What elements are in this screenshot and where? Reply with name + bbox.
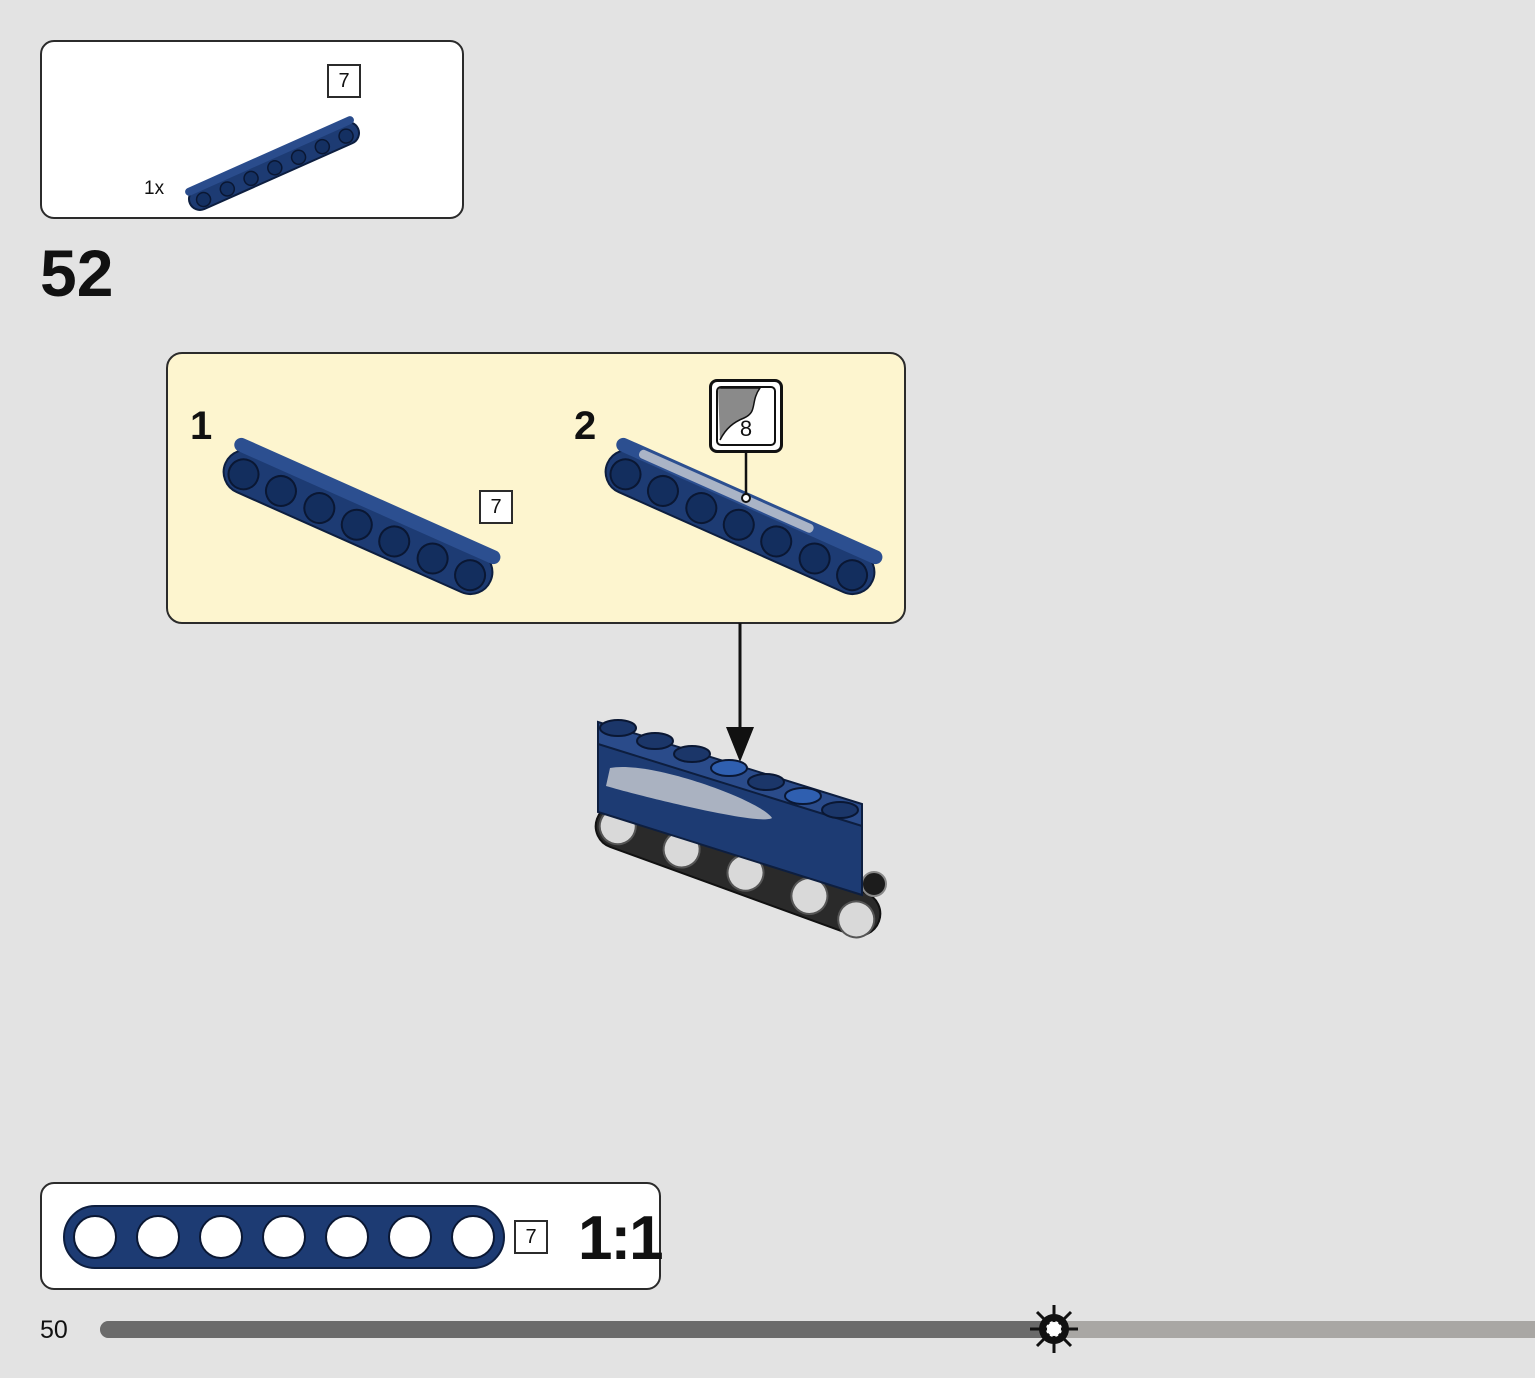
beam-icon [222, 437, 501, 596]
parts-list-panel: 7 1x [40, 40, 464, 219]
scale-reference-panel: 7 1:1 [40, 1182, 664, 1290]
scale-length-label: 7 [514, 1220, 548, 1254]
sticker-callout: 8 [709, 379, 783, 453]
step-number: 52 [40, 236, 114, 310]
progress-bar [100, 1305, 1535, 1353]
scale-ratio: 1:1 [578, 1204, 664, 1273]
sticker-icon [718, 388, 761, 441]
sticker-number: 8 [739, 416, 753, 441]
progress-fill [100, 1321, 1055, 1338]
beam-with-sticker-icon [604, 437, 883, 596]
beam-scale-icon [63, 1205, 505, 1269]
gear-icon [1030, 1305, 1079, 1353]
substep-1-length-label: 7 [479, 490, 513, 524]
substep-2-number: 2 [574, 404, 597, 448]
part-length-label: 7 [327, 64, 361, 98]
part-quantity: 1x [144, 178, 165, 199]
dark-blue-beam-icon [185, 116, 360, 211]
substep-1-number: 1 [190, 404, 213, 448]
page-number: 50 [40, 1316, 68, 1344]
substep-panel: 1 7 2 [166, 352, 906, 624]
